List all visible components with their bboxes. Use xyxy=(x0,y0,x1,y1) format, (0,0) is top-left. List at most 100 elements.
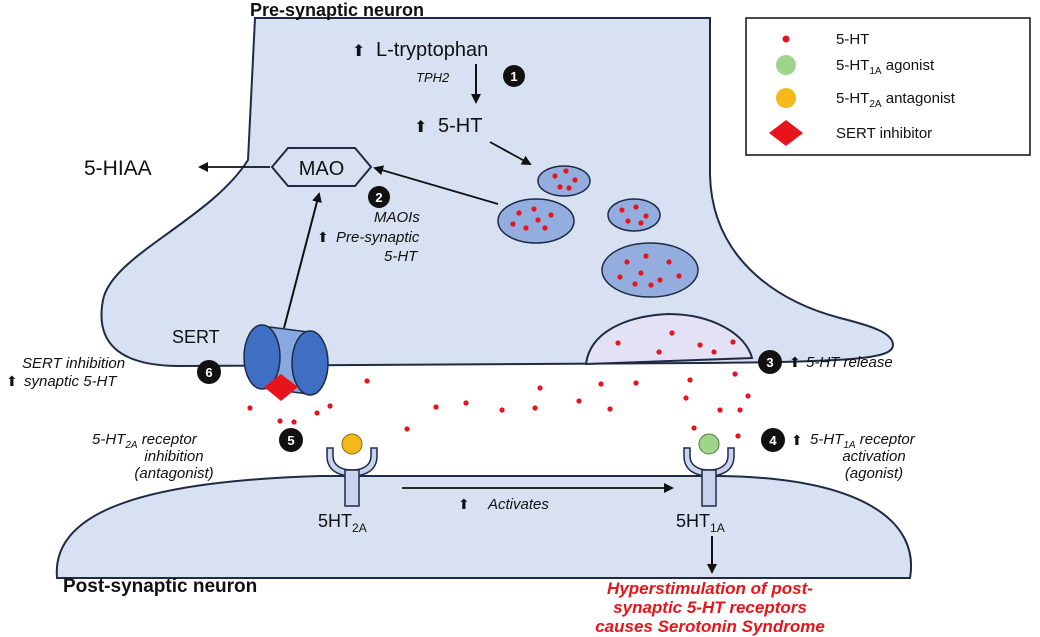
sert-label: SERT xyxy=(172,327,220,347)
step-4-badge xyxy=(761,428,785,452)
serotonin-dot xyxy=(697,342,703,348)
vesicle xyxy=(537,165,591,197)
step-2-badge xyxy=(368,186,390,208)
serotonin-dot xyxy=(745,393,751,399)
serotonin-dot xyxy=(607,406,613,412)
vesicle-to-mao-arrow xyxy=(373,165,499,205)
serotonin-dot xyxy=(687,377,693,383)
antagonist-bound-2a xyxy=(341,433,363,455)
serotonin-dot xyxy=(711,349,717,355)
step-3-number: 3 xyxy=(766,355,773,370)
receptor-2a-note-line2: inhibition xyxy=(144,448,203,465)
step-1-number: 1 xyxy=(510,69,517,84)
serotonin-dot xyxy=(566,185,572,191)
ht-release-label: 5-HT release xyxy=(806,354,893,371)
serotonin-dot xyxy=(532,405,538,411)
legend-item-serotonin: 5-HT xyxy=(782,31,869,48)
serotonin-dot xyxy=(643,213,649,219)
postsynaptic-title: Post-synaptic neuron xyxy=(63,576,257,597)
up-arrow-icon: ⬆ xyxy=(789,354,801,370)
serotonin-dot xyxy=(277,418,283,424)
serotonin-dot xyxy=(535,217,541,223)
serotonin-dot xyxy=(537,385,543,391)
sert-to-mao-arrow xyxy=(283,192,322,329)
serotonin-dot xyxy=(717,407,723,413)
vesicle xyxy=(607,198,661,232)
receptor-5ht2a-name: 5HT2A xyxy=(318,511,367,535)
serotonin-dot xyxy=(638,220,644,226)
receptor-2a-note-line3: (antagonist) xyxy=(134,465,213,482)
presynaptic-title: Pre-synaptic neuron xyxy=(250,0,424,20)
mao-label: MAO xyxy=(299,158,345,180)
serotonin-dot xyxy=(327,403,333,409)
release-vesicle xyxy=(584,312,754,366)
up-arrow-icon: ⬆ xyxy=(791,432,803,448)
serotonin-dot xyxy=(291,419,297,425)
serotonin-dot xyxy=(576,398,582,404)
step-6-number: 6 xyxy=(205,365,212,380)
l-tryptophan-label: L-tryptophan xyxy=(376,39,488,61)
serotonin-dot xyxy=(676,273,682,279)
serotonin-dot xyxy=(683,395,689,401)
pre-synaptic-ht-label: 5-HT xyxy=(384,248,419,265)
serotonin-dot xyxy=(523,225,529,231)
ht-label: 5-HT xyxy=(438,115,482,137)
receptor-5ht2a xyxy=(326,447,378,507)
postsynaptic-neuron xyxy=(55,475,913,579)
legend-item-sert-inhibitor: SERT inhibitor xyxy=(769,120,932,146)
serotonin-dot xyxy=(737,407,743,413)
pre-synaptic-label: Pre-synaptic xyxy=(336,229,420,246)
step-1-badge xyxy=(503,65,525,87)
serotonin-dot xyxy=(633,380,639,386)
serotonin-dot xyxy=(552,173,558,179)
serotonin-dot xyxy=(247,405,253,411)
serotonin-dot xyxy=(643,253,649,259)
serotonin-dot xyxy=(548,212,554,218)
serotonin-dot xyxy=(314,410,320,416)
step-3-badge xyxy=(758,350,782,374)
serotonin-dot xyxy=(572,177,578,183)
sert-inhibitor-diamond-icon xyxy=(769,120,803,146)
ht-to-vesicle-arrow xyxy=(489,141,532,165)
synaptic-ht-label: synaptic 5-HT xyxy=(24,373,118,390)
up-arrow-icon: ⬆ xyxy=(6,373,18,389)
step-4-number: 4 xyxy=(769,433,777,448)
agonist-bound-1a xyxy=(698,433,720,455)
serotonin-dot xyxy=(669,330,675,336)
serotonin-dot xyxy=(364,378,370,384)
receptor-1a-note-line2: activation xyxy=(842,448,905,465)
serotonin-dots-group xyxy=(247,330,751,439)
serotonin-dot xyxy=(499,407,505,413)
receptor-2a-note-line1: 5-HT2A receptor xyxy=(92,431,198,451)
legend-item-antagonist: 5-HT2A antagonist xyxy=(776,88,956,110)
tph2-label: TPH2 xyxy=(416,70,450,85)
serotonin-dot xyxy=(732,371,738,377)
serotonin-dot xyxy=(615,340,621,346)
legend-item-agonist: 5-HT1A agonist xyxy=(776,55,935,77)
mao-hexagon xyxy=(270,147,373,187)
receptor-1a-note-line1: 5-HT1A receptor xyxy=(810,431,916,451)
serotonin-dot xyxy=(563,168,569,174)
serotonin-dot xyxy=(516,210,522,216)
activates-label: Activates xyxy=(487,496,549,513)
serotonin-dot xyxy=(531,206,537,212)
serotonin-dot xyxy=(624,259,630,265)
serotonin-dot xyxy=(691,425,697,431)
antagonist-circle-icon xyxy=(776,88,796,108)
up-arrow-icon: ⬆ xyxy=(317,229,329,245)
receptor-1a-note-line3: (agonist) xyxy=(845,465,903,482)
legend-label-sert-inhibitor: SERT inhibitor xyxy=(836,125,932,142)
legend-label-agonist: 5-HT1A agonist xyxy=(836,57,935,77)
serotonin-dot xyxy=(463,400,469,406)
step-5-number: 5 xyxy=(287,433,294,448)
serotonin-dot-icon xyxy=(782,35,790,43)
vesicles-group xyxy=(497,165,699,298)
serotonin-dot xyxy=(638,270,644,276)
up-arrow-icon: ⬆ xyxy=(352,43,365,60)
serotonin-dot xyxy=(542,225,548,231)
vesicle xyxy=(601,242,699,298)
serotonin-dot xyxy=(666,259,672,265)
up-arrow-icon: ⬆ xyxy=(414,119,427,136)
step-6-badge xyxy=(197,360,221,384)
